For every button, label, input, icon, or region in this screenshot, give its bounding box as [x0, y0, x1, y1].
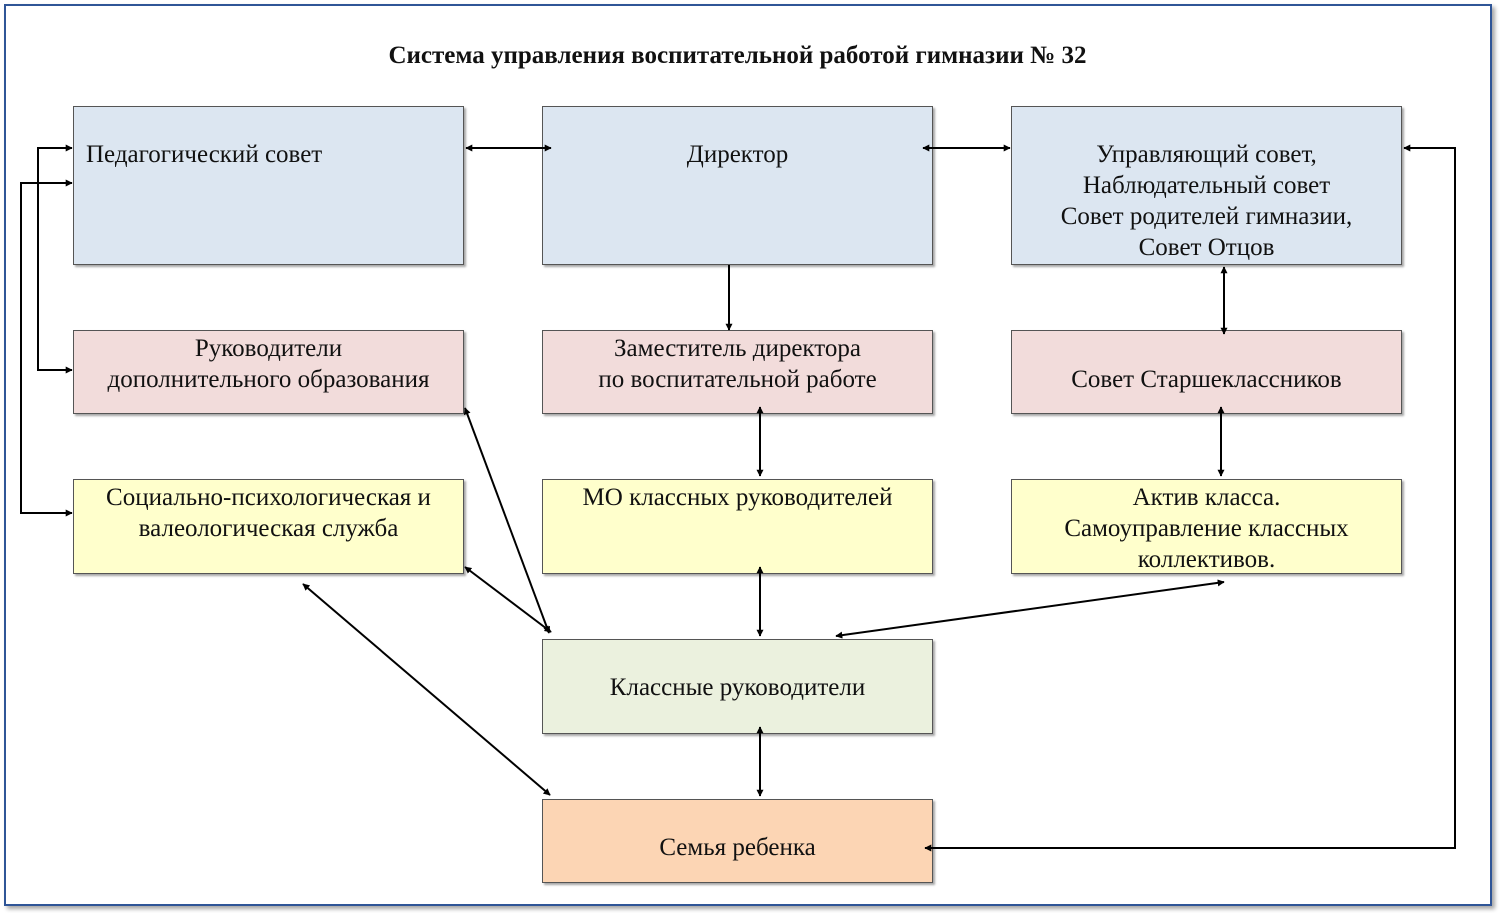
node-ped-council: Педагогический совет [73, 106, 464, 265]
node-ped-council-label: Педагогический совет [86, 141, 323, 168]
node-deputy-director-label: Заместитель директора по воспитательной … [598, 335, 877, 393]
diagram-title: Система управления воспитательной работо… [388, 42, 1087, 69]
node-family: Семья ребенка [542, 799, 933, 883]
node-social-service-label: Социально-психологическая и валеологичес… [106, 484, 431, 542]
node-deputy-director: Заместитель директора по воспитательной … [542, 330, 933, 414]
connector-left-outer [20, 182, 73, 517]
node-class-teachers: Классные руководители [542, 639, 933, 734]
node-family-label: Семья ребенка [659, 834, 816, 861]
node-social-service: Социально-психологическая и валеологичес… [73, 479, 464, 574]
arrow-activ-classteachers [835, 579, 1225, 639]
node-director: Директор [542, 106, 933, 265]
diagram-frame [4, 4, 1492, 906]
node-dop-heads-label: Руководители дополнительного образования [107, 335, 430, 393]
arrow-social-classteachers [464, 566, 552, 633]
node-mo-class-teachers-label: МО классных руководителей [582, 484, 893, 511]
connector-left-inner [37, 147, 73, 374]
connector-family-governing [924, 144, 1456, 852]
arrow-social-family [302, 583, 551, 796]
node-director-label: Директор [686, 141, 789, 168]
node-dop-heads: Руководители дополнительного образования [73, 330, 464, 414]
node-class-teachers-label: Классные руководители [609, 674, 866, 701]
node-mo-class-teachers: МО классных руководителей [542, 479, 933, 574]
